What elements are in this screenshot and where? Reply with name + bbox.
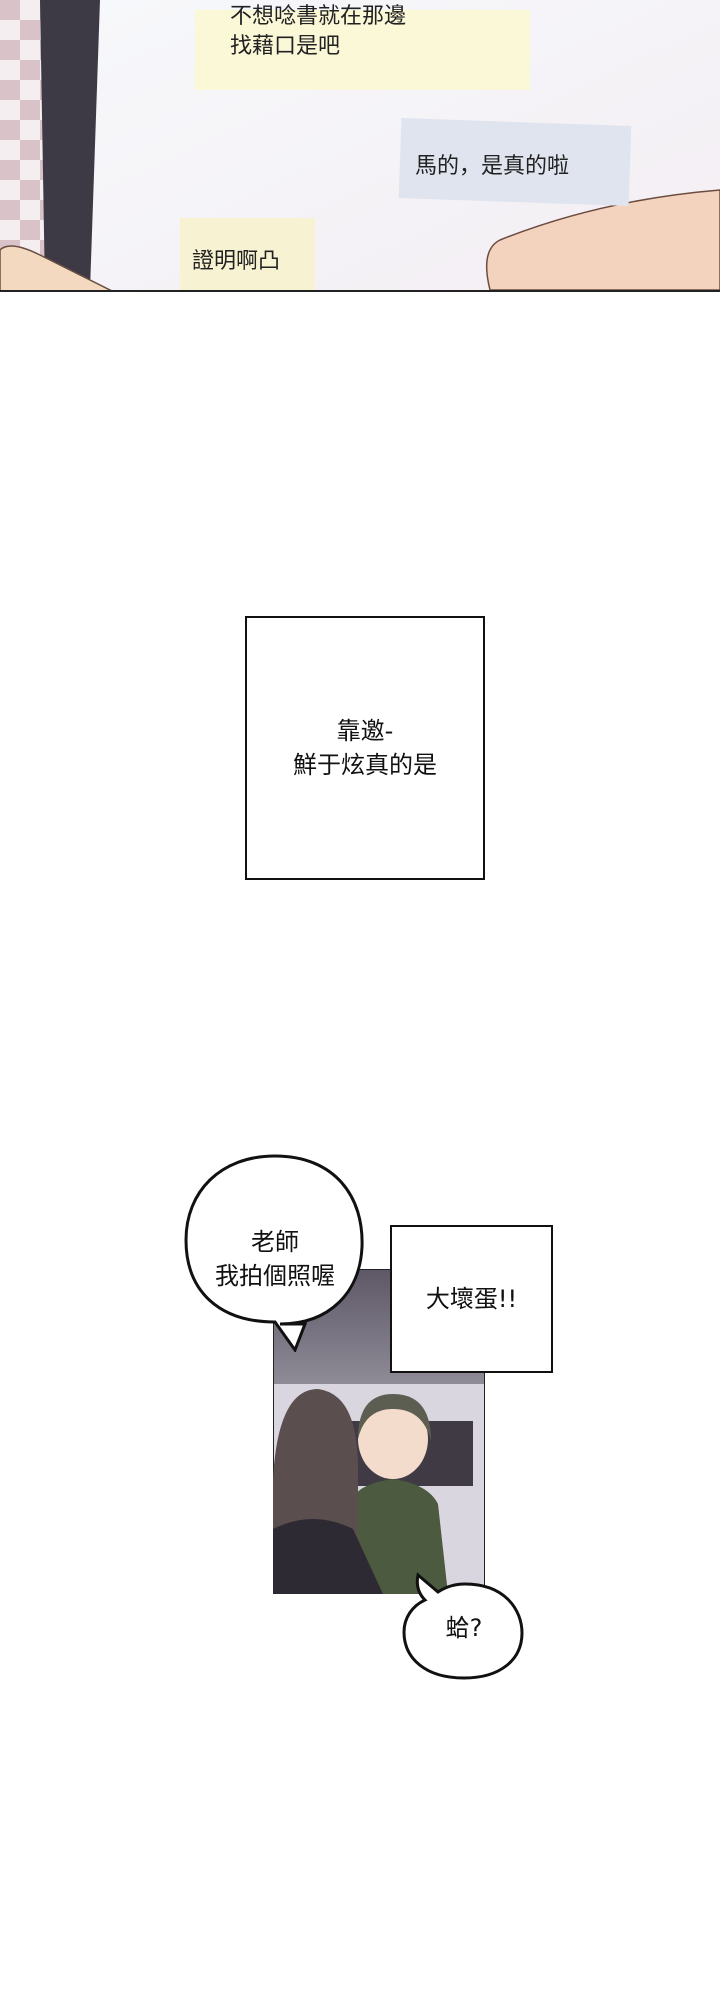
- caption-line: 鮮于炫真的是: [293, 751, 437, 779]
- phone-panel: 不想唸書就在那邊 找藉口是吧 馬的，是真的啦 證明啊凸: [0, 0, 720, 292]
- speech-bubble: [184, 1154, 364, 1352]
- message-line: 找藉口是吧: [230, 34, 341, 59]
- message-line: 不想唸書就在那邊: [230, 4, 407, 29]
- box-text: 大壞蛋!!: [425, 1285, 518, 1313]
- bubble-line: 老師: [251, 1228, 299, 1256]
- caption-line: 靠邀-: [336, 717, 394, 745]
- caption-box: 靠邀- 鮮于炫真的是: [245, 616, 485, 880]
- speech-bubble: [402, 1572, 524, 1680]
- bubble-line: 我拍個照喔: [215, 1262, 335, 1290]
- phone-illustration: [0, 0, 720, 290]
- chat-message: 馬的，是真的啦: [415, 154, 570, 179]
- exclamation-box: 大壞蛋!!: [390, 1225, 553, 1373]
- classroom-illustration: [273, 1269, 485, 1594]
- bubble-text: 老師 我拍個照喔: [185, 1225, 365, 1293]
- chat-message: 不想唸書就在那邊 找藉口是吧: [230, 2, 406, 62]
- bubble-text: 蛤?: [445, 1614, 483, 1642]
- chat-message: 證明啊凸: [192, 249, 281, 274]
